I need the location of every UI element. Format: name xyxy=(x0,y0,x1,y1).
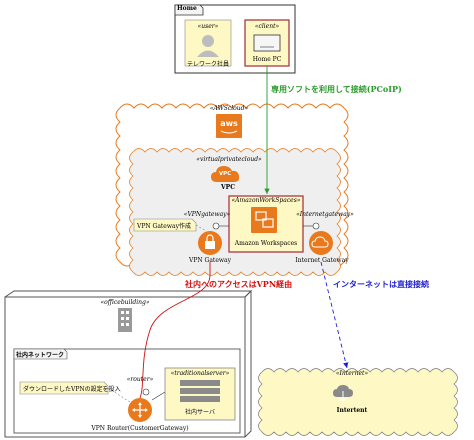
user-label: テレワーク社員 xyxy=(186,61,230,68)
edge-internet-direct xyxy=(320,261,349,369)
internet-gateway-label: Internet Gateway xyxy=(295,257,349,264)
vpc-stereotype: «virtualprivatecloud» xyxy=(196,156,262,163)
internal-network-title: 社内ネットワーク xyxy=(16,352,65,359)
workspaces-label: Amazon Workspaces xyxy=(234,240,298,247)
internet-stereotype: «Internet» xyxy=(335,370,369,377)
router-note-connector xyxy=(107,387,131,403)
vpc-icon-text: VPC xyxy=(218,171,232,177)
internet-gateway-stereotype: «Internetgateway» xyxy=(296,211,354,218)
internet-label: Intertent xyxy=(336,407,368,414)
aws-logo-icon xyxy=(216,114,242,138)
vpn-note xyxy=(133,218,197,232)
server-stereotype: «traditionalserver» xyxy=(170,370,230,377)
edge-pcoip-label: 専用ソフトを利用して接続(PCoIP) xyxy=(271,84,402,94)
home-frame-title: Home xyxy=(177,5,197,12)
internet-globe-icon xyxy=(333,385,353,402)
edge-vpn-access-label: 社内へのアクセスはVPN経由 xyxy=(185,279,293,289)
workspaces-node xyxy=(228,195,304,253)
router-note-text: ダウンロードしたVPNの設定を投入 xyxy=(23,386,121,393)
gateway-ports xyxy=(212,222,320,230)
vpn-gateway-icon xyxy=(198,231,222,255)
edge-vpn-access xyxy=(139,262,211,399)
office-stereotype: «officebuilding» xyxy=(100,299,150,306)
client-label: Home PC xyxy=(252,56,282,63)
workspaces-stereotype: «AmazonWorkSpaces» xyxy=(231,197,301,204)
router-icon xyxy=(128,398,152,422)
server-label: 社内サーバ xyxy=(185,409,215,416)
vpn-gateway-stereotype: «VPNgateway» xyxy=(183,211,231,218)
vpn-note-connector xyxy=(195,224,207,232)
internet-gateway-icon xyxy=(309,231,333,255)
client-stereotype: «client» xyxy=(254,23,280,30)
office-building-icon xyxy=(118,308,132,332)
server-node xyxy=(164,367,236,421)
router-label: VPN Router(CustomerGateway) xyxy=(91,425,189,432)
edge-internet-direct-label: インターネットは直接接続 xyxy=(333,279,429,289)
vpc-label: VPC xyxy=(221,184,235,191)
home-pc-node xyxy=(244,19,290,67)
user-stereotype: «user» xyxy=(197,23,219,30)
internet-cloud xyxy=(258,368,458,436)
vpc-cloud-icon xyxy=(211,166,240,182)
router-note xyxy=(19,381,109,395)
router-stereotype: «router» xyxy=(126,376,154,383)
user-node xyxy=(184,19,232,67)
aws-stereotype: «AWScloud» xyxy=(209,105,249,112)
router-server-link xyxy=(151,391,166,401)
router-port xyxy=(142,388,150,396)
vpn-gateway-label: VPN Gateway xyxy=(189,257,231,264)
vpn-note-text: VPN Gateway作成 xyxy=(137,223,191,230)
aws-logo-text: aws xyxy=(220,119,238,128)
